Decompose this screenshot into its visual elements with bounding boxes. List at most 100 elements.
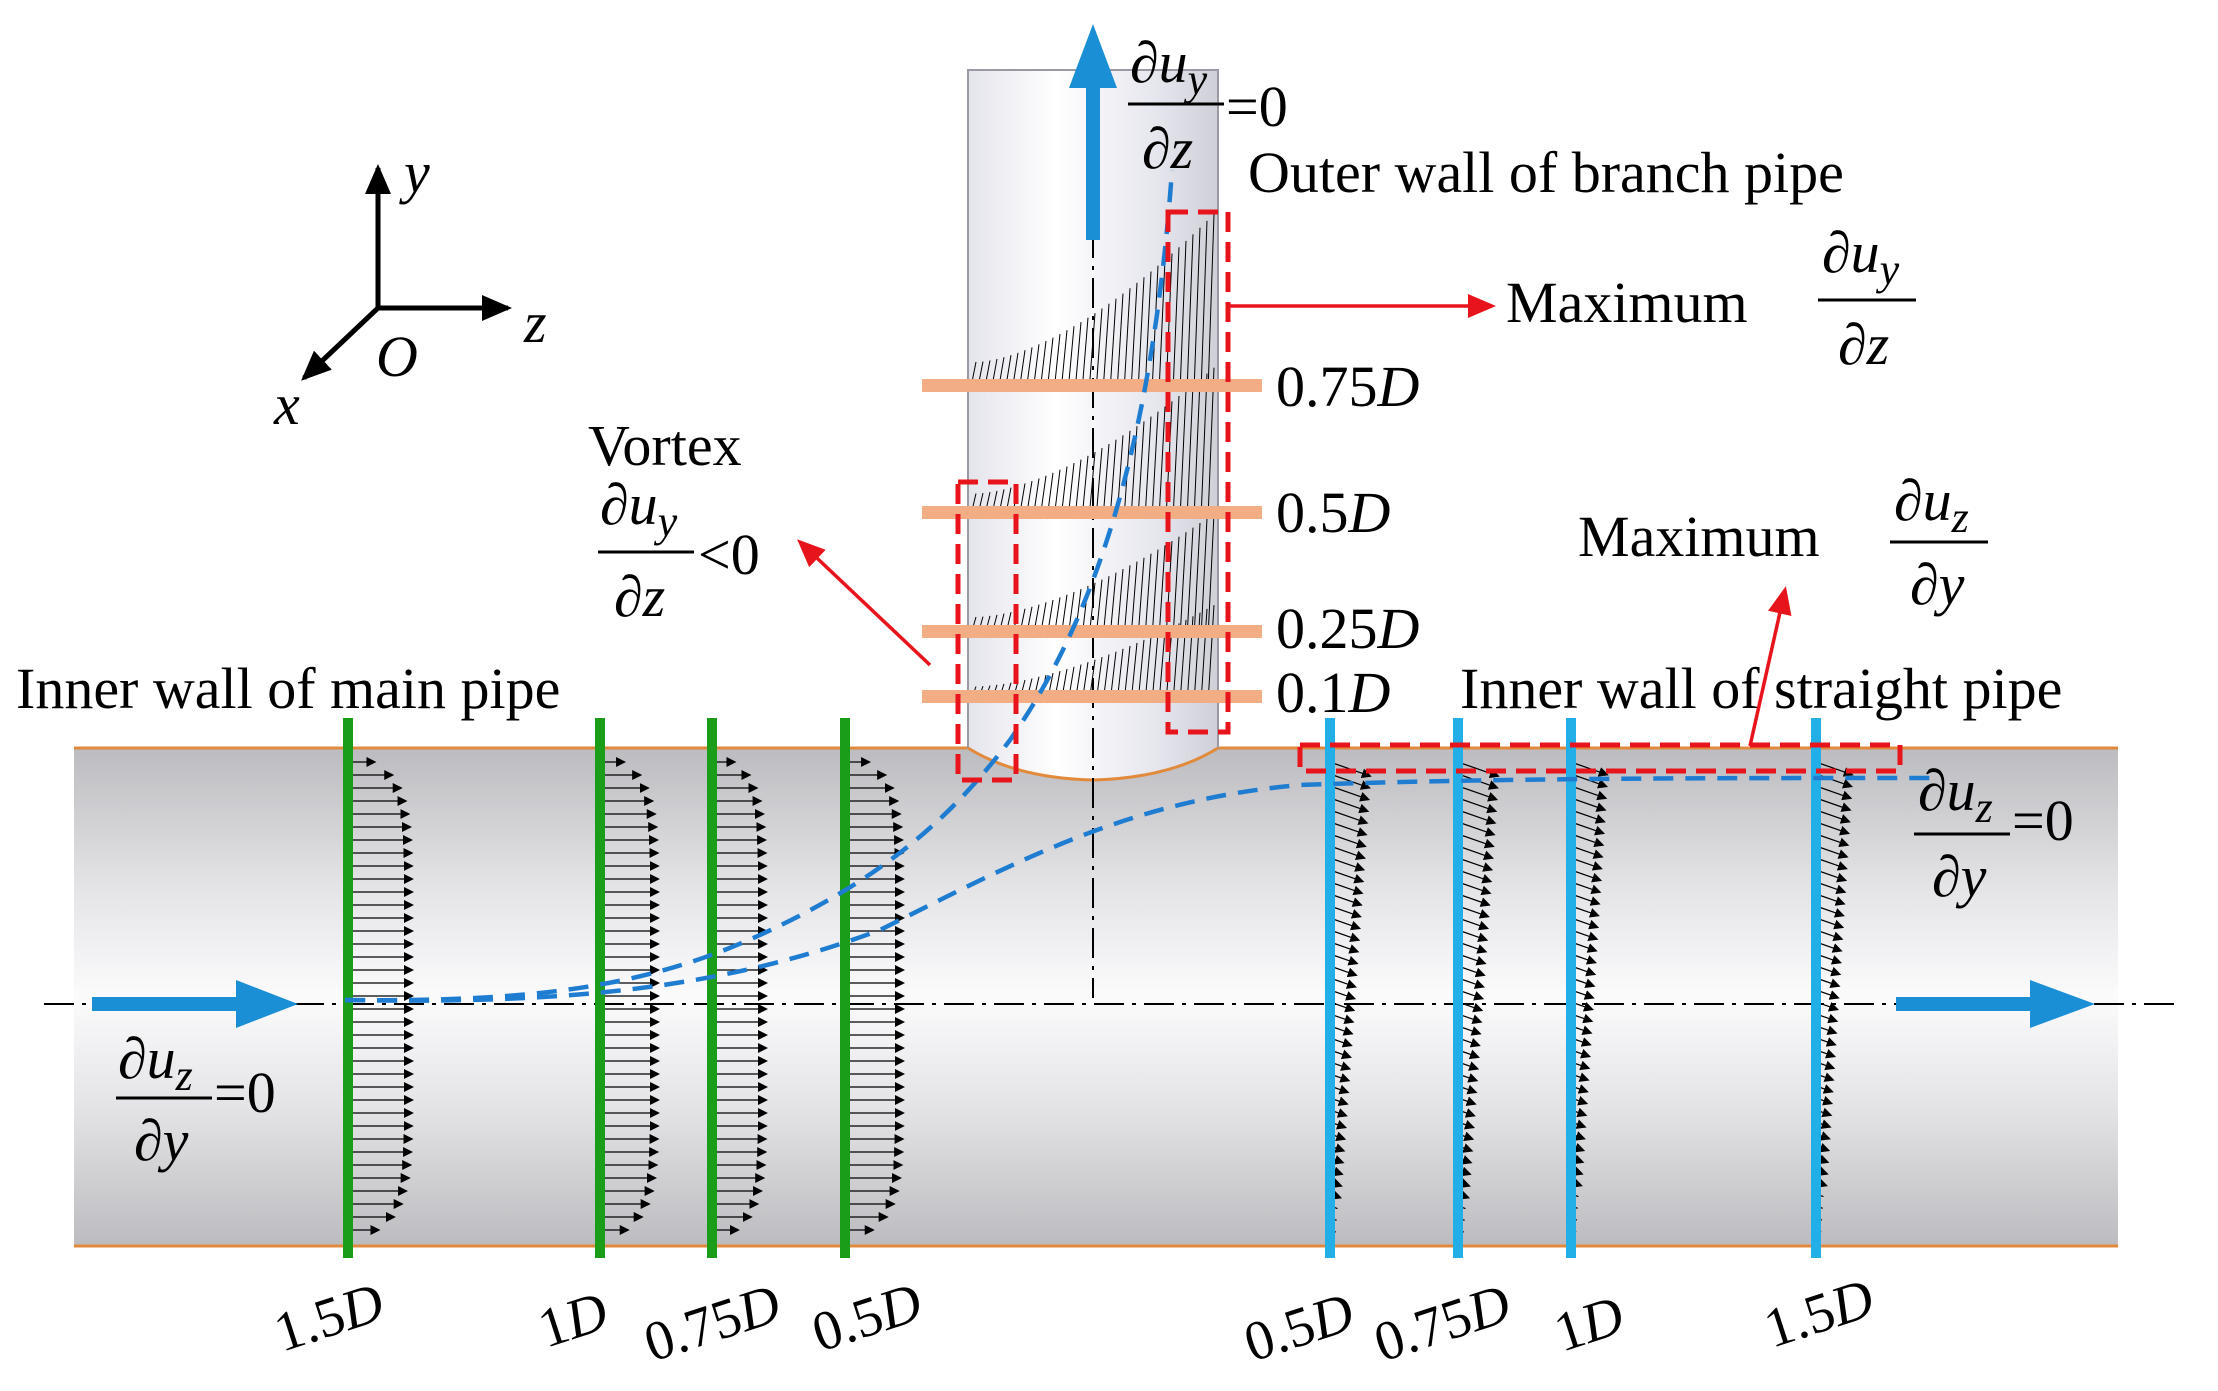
velocity-vector	[1123, 288, 1131, 393]
velocity-vector	[1329, 845, 1367, 861]
velocity-vector	[1200, 518, 1208, 639]
branch-station-label-0.25D: 0.25D	[1276, 596, 1420, 661]
coordinate-axes: y z O x	[273, 140, 547, 437]
fraction-numerator: ∂uz	[1918, 758, 1993, 832]
vortex-label: Vortex	[588, 413, 742, 478]
velocity-vector	[1570, 773, 1609, 789]
fraction-less-than-zero: <0	[698, 522, 760, 587]
velocity-vector	[1815, 809, 1851, 824]
velocity-vector	[1457, 869, 1493, 884]
velocity-vector	[1329, 773, 1371, 790]
velocity-vector	[1158, 259, 1166, 393]
main-station-label-0.75D: 0.75D	[637, 1273, 788, 1375]
velocity-vector	[1186, 527, 1194, 639]
velocity-vector	[1570, 821, 1606, 836]
velocity-vector	[1144, 553, 1152, 639]
velocity-vector	[1329, 833, 1367, 849]
velocity-vector	[1815, 821, 1851, 836]
x-axis-arrow	[301, 306, 380, 381]
branch-max-fraction: ∂uy ∂z	[1818, 220, 1916, 377]
outer-wall-branch-label: Outer wall of branch pipe	[1248, 140, 1844, 205]
straight-station-label-1D: 1D	[1547, 1284, 1631, 1364]
velocity-vector	[1207, 605, 1215, 704]
branch-outlet-condition: ∂uy ∂z =0	[1128, 30, 1288, 181]
inlet-condition: ∂uz ∂y =0	[116, 1026, 276, 1173]
velocity-vector	[1130, 282, 1138, 393]
straight-wall-condition: ∂uz ∂y =0	[1914, 758, 2074, 909]
straight-max-highlight-box	[1297, 742, 1903, 774]
fraction-denominator: ∂z	[614, 564, 665, 629]
branch-station-bar-0.5D	[922, 506, 1262, 519]
velocity-vector	[1193, 379, 1201, 520]
vortex-callout-arrow	[797, 539, 932, 667]
velocity-vector	[1329, 857, 1366, 872]
fraction-denominator: ∂y	[134, 1108, 189, 1173]
flow-straight-outlet-arrow	[1896, 980, 2095, 1028]
flow-inlet-arrow	[92, 980, 298, 1028]
main-station-label-1.5D: 1.5D	[267, 1271, 391, 1364]
velocity-vector	[1329, 797, 1370, 814]
velocity-vector	[1815, 797, 1852, 812]
velocity-vector	[1207, 513, 1215, 639]
velocity-vector	[1570, 809, 1606, 824]
velocity-vector	[1457, 833, 1495, 849]
velocity-vector	[1137, 277, 1145, 393]
fraction-denominator: ∂z	[1838, 312, 1889, 377]
velocity-vector	[1193, 522, 1201, 639]
velocity-vector	[1158, 545, 1166, 639]
velocity-vector	[1207, 213, 1215, 393]
branch-max-highlight-box	[1165, 209, 1231, 735]
velocity-vector	[1457, 809, 1497, 825]
velocity-vector	[1144, 416, 1152, 520]
branch-station-label-0.1D: 0.1D	[1276, 660, 1391, 725]
velocity-vector	[1815, 761, 1854, 777]
velocity-vector	[1329, 785, 1371, 802]
fraction-denominator: ∂y	[1932, 844, 1987, 909]
fraction-numerator: ∂uz	[118, 1026, 193, 1100]
straight-max-callout-arrow	[1748, 586, 1792, 747]
maximum-label-straight: Maximum	[1578, 504, 1820, 569]
velocity-vector	[1570, 761, 1609, 777]
velocity-vector	[1457, 821, 1496, 837]
branch-station-label-0.5D: 0.5D	[1276, 480, 1391, 545]
velocity-vector	[1457, 845, 1495, 861]
streamline-to-straight	[344, 775, 1933, 1003]
flow-branch-outlet-arrow	[1069, 24, 1117, 240]
velocity-vector	[1815, 785, 1853, 801]
y-axis-label: y	[399, 140, 430, 205]
fraction-denominator: ∂y	[1910, 552, 1965, 617]
velocity-vector	[1144, 271, 1152, 393]
branch-station-label-0.75D: 0.75D	[1276, 354, 1420, 419]
inner-wall-main-label: Inner wall of main pipe	[16, 656, 560, 721]
velocity-vector	[1172, 247, 1180, 393]
velocity-vector	[1109, 439, 1117, 520]
straight-station-label-1.5D: 1.5D	[1757, 1267, 1881, 1360]
velocity-vector	[1102, 303, 1110, 393]
main-station-label-0.5D: 0.5D	[805, 1271, 929, 1364]
vortex-fraction: ∂uy ∂z <0	[598, 472, 760, 629]
velocity-vector	[1158, 406, 1166, 520]
velocity-vector	[1570, 797, 1607, 812]
velocity-vector	[1200, 220, 1208, 393]
fraction-numerator: ∂uz	[1894, 468, 1969, 542]
velocity-vector	[1207, 367, 1215, 520]
velocity-vector	[1200, 373, 1208, 520]
velocity-vector	[1179, 390, 1187, 520]
fraction-numerator: ∂uy	[600, 472, 678, 546]
inner-wall-straight-label: Inner wall of straight pipe	[1460, 656, 2062, 721]
branch-station-bar-0.25D	[922, 625, 1262, 638]
velocity-vector	[1179, 532, 1187, 639]
velocity-vector	[1193, 227, 1201, 393]
branch-station-bar-0.1D	[922, 690, 1262, 703]
velocity-vector	[1329, 809, 1369, 825]
velocity-vector	[1329, 869, 1365, 884]
fraction-numerator: ∂uy	[1130, 30, 1208, 104]
velocity-vector	[1186, 234, 1194, 393]
straight-station-label-0.5D: 0.5D	[1237, 1281, 1361, 1374]
x-axis-label: x	[273, 372, 300, 437]
velocity-vector	[1151, 549, 1159, 639]
velocity-vector	[1179, 240, 1187, 393]
velocity-vector	[1329, 821, 1368, 837]
velocity-vector	[1088, 313, 1096, 393]
origin-label: O	[376, 324, 418, 389]
